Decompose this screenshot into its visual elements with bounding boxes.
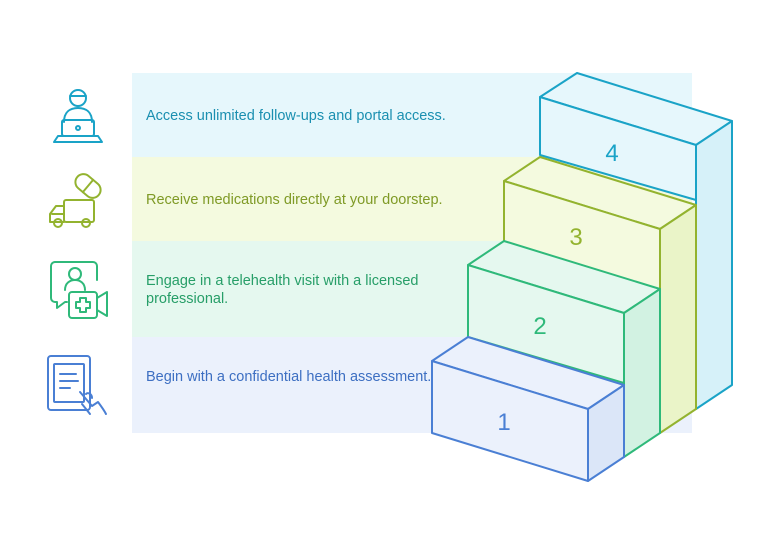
step-4-number: 4 [605,140,618,167]
step-3-number: 3 [569,224,582,251]
tablet-touch-icon [46,354,110,418]
step-1-block [431,336,625,482]
step-3-text: Receive medications directly at your doo… [146,192,443,208]
delivery-truck-pill-icon [46,168,110,232]
step-2-number: 2 [533,313,546,340]
step-2-block [467,240,661,458]
step-4-text: Access unlimited follow-ups and portal a… [146,108,446,124]
step-2-text: Engage in a telehealth visit with a lice… [146,273,419,307]
step-1-text: Begin with a confidential health assessm… [146,369,432,385]
doctor-laptop-icon [48,86,108,146]
telehealth-icon [47,258,111,322]
step-4-block [539,72,733,410]
step-1-number: 1 [497,409,510,436]
step-3-block [503,156,697,434]
